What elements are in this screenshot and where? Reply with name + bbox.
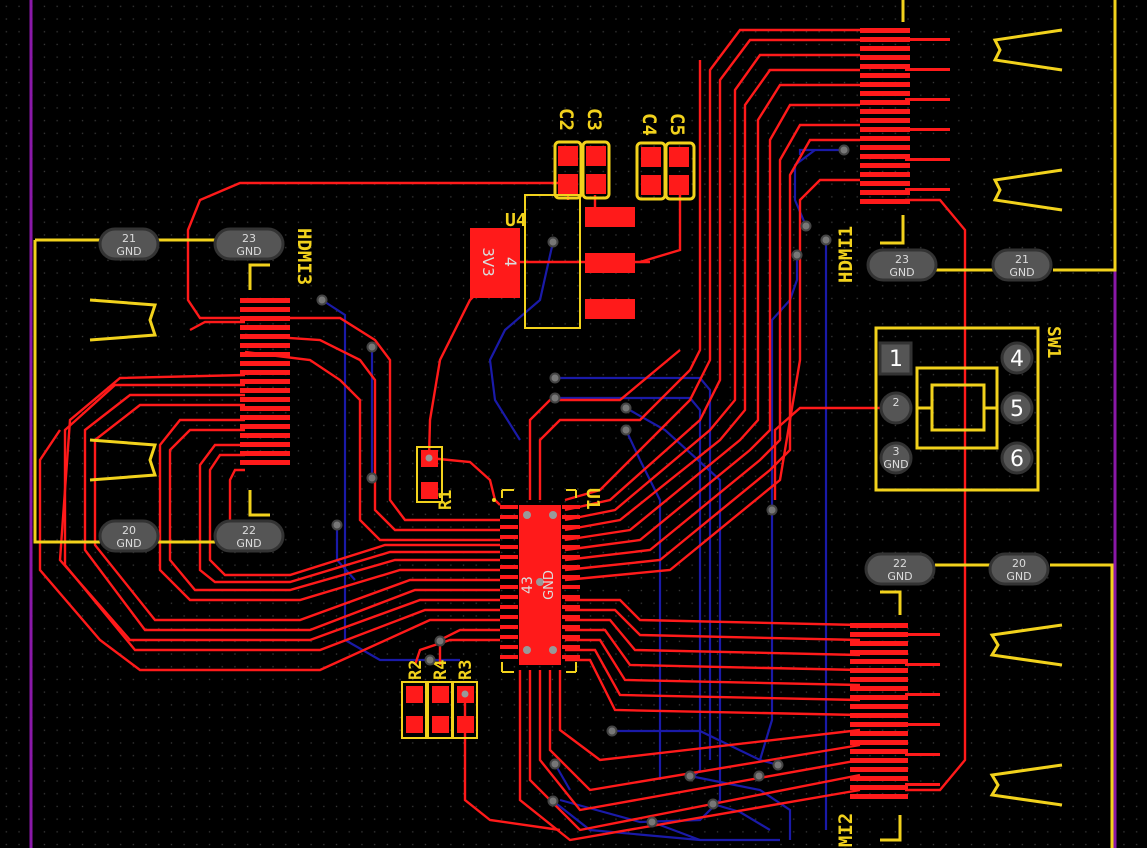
svg-text:20: 20 bbox=[1012, 557, 1026, 570]
svg-text:GND: GND bbox=[889, 266, 914, 279]
hdmi3-pad-23: 23 GND bbox=[213, 227, 285, 261]
sw1-switch[interactable]: 1 2 3 GND 4 5 6 SW1 bbox=[874, 326, 1064, 492]
r2-resistor[interactable]: R2 bbox=[401, 660, 427, 739]
hdmi3-connector[interactable]: 21 GND 23 GND 20 GND 22 GND HDMI3 bbox=[33, 227, 315, 553]
sw1-pad-3: 3 GND bbox=[879, 441, 913, 475]
svg-text:23: 23 bbox=[895, 253, 909, 266]
svg-text:GND: GND bbox=[1006, 570, 1031, 583]
r2-designator: R2 bbox=[406, 660, 426, 680]
svg-text:GND: GND bbox=[236, 245, 261, 258]
svg-text:GND: GND bbox=[116, 245, 141, 258]
hdmi1-pins bbox=[860, 28, 910, 204]
u1-designator: U1 bbox=[582, 488, 603, 510]
u4-pad-3 bbox=[585, 299, 635, 319]
hdmi1-pin-stubs bbox=[905, 38, 950, 191]
svg-text:GND: GND bbox=[883, 458, 908, 471]
u1-pins-right bbox=[562, 505, 580, 659]
r4-resistor[interactable]: R4 bbox=[427, 660, 453, 739]
hdmi3-pins bbox=[240, 298, 290, 465]
c4-capacitor[interactable]: C4 bbox=[635, 113, 667, 201]
sw1-pad-6: 6 bbox=[1000, 441, 1034, 475]
c5-capacitor[interactable]: C5 bbox=[664, 113, 696, 201]
sw1-designator: SW1 bbox=[1043, 326, 1064, 359]
c3-capacitor[interactable]: C3 bbox=[581, 108, 611, 200]
c3-designator: C3 bbox=[583, 108, 605, 131]
sw1-pad-2: 2 bbox=[879, 391, 913, 425]
r4-designator: R4 bbox=[431, 660, 451, 680]
u4-designator: U4 bbox=[505, 210, 527, 231]
c4-designator: C4 bbox=[638, 113, 660, 136]
u1-thermal-vias bbox=[523, 511, 557, 654]
u4-pad-number: 4 bbox=[501, 257, 520, 267]
svg-text:GND: GND bbox=[236, 537, 261, 550]
u1-ep-net: GND bbox=[542, 570, 557, 600]
svg-text:21: 21 bbox=[1015, 253, 1029, 266]
r1-resistor[interactable]: R1 bbox=[416, 446, 456, 510]
hdmi2-designator: HDMI2 bbox=[835, 813, 857, 848]
svg-text:4: 4 bbox=[1010, 347, 1024, 372]
svg-text:1: 1 bbox=[889, 347, 903, 372]
svg-text:23: 23 bbox=[242, 232, 256, 245]
u4-pad-1 bbox=[585, 207, 635, 227]
hdmi1-outline bbox=[880, 0, 1117, 272]
u1-pins-left bbox=[500, 505, 518, 659]
svg-text:3: 3 bbox=[893, 445, 900, 458]
c2-designator: C2 bbox=[555, 108, 577, 131]
svg-text:20: 20 bbox=[122, 524, 136, 537]
hdmi2-pad-20: 20 GND bbox=[988, 552, 1050, 586]
svg-text:5: 5 bbox=[1010, 397, 1024, 422]
svg-text:22: 22 bbox=[242, 524, 256, 537]
hdmi1-pad-23: 23 GND bbox=[866, 248, 938, 282]
r3-designator: R3 bbox=[456, 660, 476, 680]
u4-tab-pad bbox=[470, 228, 520, 298]
u4-pad-2 bbox=[585, 253, 635, 273]
hdmi2-pins bbox=[850, 623, 908, 799]
hdmi3-pad-22: 22 GND bbox=[213, 519, 285, 553]
vias bbox=[316, 144, 850, 828]
svg-text:GND: GND bbox=[116, 537, 141, 550]
u1-package[interactable]: 43 GND U1 bbox=[492, 488, 603, 673]
svg-text:2: 2 bbox=[893, 396, 900, 409]
sw1-pad-4: 4 bbox=[1000, 341, 1034, 375]
c5-designator: C5 bbox=[666, 113, 688, 136]
sw1-pad-5: 5 bbox=[1000, 391, 1034, 425]
svg-text:21: 21 bbox=[122, 232, 136, 245]
hdmi2-connector[interactable]: 22 GND 20 GND HDMI2 bbox=[835, 552, 1114, 848]
r3-resistor[interactable]: R3 bbox=[452, 660, 478, 739]
hdmi1-designator: HDMI1 bbox=[835, 226, 857, 283]
u4-regulator[interactable]: 4 3V3 U4 bbox=[470, 194, 635, 329]
u1-courtyard-corners bbox=[501, 489, 577, 673]
hdmi2-outline bbox=[880, 563, 1114, 848]
u4-pad-net: 3V3 bbox=[479, 247, 497, 276]
svg-text:GND: GND bbox=[1009, 266, 1034, 279]
hdmi2-pin-stubs bbox=[905, 633, 940, 786]
hdmi3-pad-21: 21 GND bbox=[98, 227, 160, 261]
hdmi3-outline bbox=[33, 238, 270, 544]
sw1-pad-1: 1 bbox=[878, 341, 913, 376]
hdmi3-designator: HDMI3 bbox=[293, 228, 315, 285]
hdmi2-pad-22: 22 GND bbox=[864, 552, 936, 586]
hdmi1-connector[interactable]: 23 GND 21 GND HDMI1 bbox=[835, 0, 1117, 283]
c2-capacitor[interactable]: C2 bbox=[553, 108, 583, 200]
r1-designator: R1 bbox=[436, 490, 456, 510]
svg-text:GND: GND bbox=[887, 570, 912, 583]
svg-text:22: 22 bbox=[893, 557, 907, 570]
u1-ep-number: 43 bbox=[520, 576, 536, 594]
u1-pin1-marker bbox=[492, 498, 496, 502]
front-copper-traces bbox=[38, 28, 967, 842]
hdmi3-pad-20: 20 GND bbox=[98, 519, 160, 553]
hdmi1-pad-21: 21 GND bbox=[991, 248, 1053, 282]
svg-text:6: 6 bbox=[1010, 447, 1024, 472]
